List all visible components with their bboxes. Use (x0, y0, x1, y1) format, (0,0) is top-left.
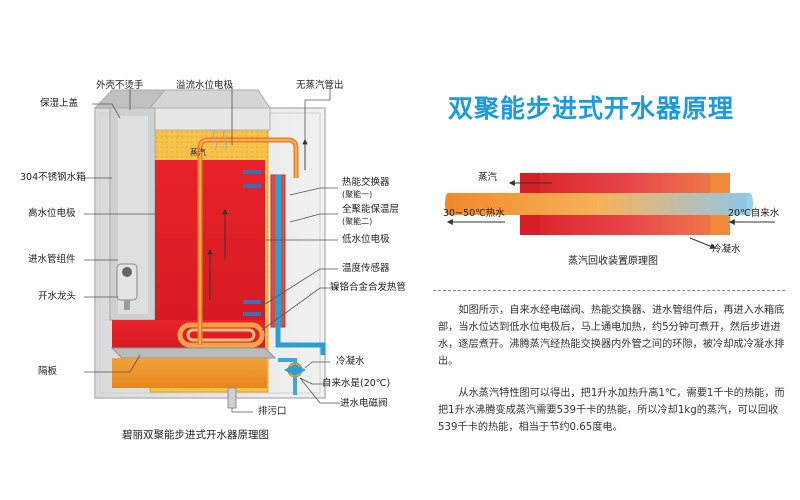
label-heating-tube: 镍铬合金合发热管 (330, 282, 407, 293)
label-no-steam-outlet: 无蒸汽管出 (296, 80, 344, 91)
leader-lines (84, 86, 340, 413)
label-inlet-pipe: 进水管组件 (28, 254, 76, 265)
label-cold-condensate: 冷凝水 (336, 356, 365, 367)
steam-pipe (197, 137, 299, 345)
label-tap: 开水龙头 (38, 291, 77, 302)
heat-exchanger (270, 174, 286, 328)
hx-label-tap-water: 20℃自来水 (728, 208, 780, 219)
page-title: 双聚能步进式开水器原理 (448, 93, 735, 123)
label-steam: 蒸汽 (190, 148, 206, 157)
partition-plate (110, 347, 277, 359)
flow-arrows (207, 138, 308, 300)
solenoid-valve (284, 362, 306, 378)
heat-exchange-device (445, 173, 753, 235)
hx-caption: 蒸汽回收装置原理图 (568, 256, 658, 267)
label-heat-exchanger: 热能交换器 (342, 177, 390, 188)
inlet-pipe (275, 327, 326, 395)
divider (433, 290, 785, 291)
diagram-caption: 碧丽双聚能步进式开水器原理图 (122, 429, 269, 441)
label-tap-water: 自来水是(20℃) (322, 378, 391, 389)
label-heat-exchanger-sub: (聚能一) (342, 190, 373, 199)
steam-wisps (212, 129, 228, 151)
label-tank: 304不锈钢水箱 (20, 172, 86, 183)
bottom-heating-zone (112, 358, 267, 388)
hx-label-steam: 蒸汽 (478, 172, 498, 183)
label-partition: 隔板 (38, 366, 58, 377)
label-insulation: 全聚能保温层 (342, 204, 400, 215)
hx-label-condensate: 冷凝水 (712, 244, 741, 255)
description-paragraph-2: 从水蒸汽特性图可以得出，把1升水加热升高1℃，需要1千卡的热能，而把1升水沸腾变… (438, 388, 785, 433)
electrodes (243, 170, 261, 316)
drain-outlet (227, 387, 237, 409)
label-low-level-electrode: 低水位电极 (342, 234, 390, 245)
label-solenoid-valve: 进水电磁阀 (340, 398, 388, 409)
hx-arrows (446, 180, 775, 250)
label-high-level-electrode: 高水位电极 (28, 208, 76, 219)
label-humid-cover: 保湿上盖 (40, 98, 79, 109)
label-temp-sensor: 温度传感器 (342, 263, 390, 274)
label-insulation-sub: (聚能二) (342, 217, 373, 226)
hx-label-hot-water: 30~50℃热水 (443, 208, 505, 219)
label-drain: 排污口 (258, 406, 287, 417)
label-outer-shell: 外壳不烫手 (96, 80, 144, 91)
label-overflow-electrode: 溢流水位电极 (176, 80, 234, 91)
description-paragraph-1: 如图所示，自来水经电磁阀、热能交换器、进水管组件后，再进入水箱底部，当水位达到低… (438, 305, 785, 367)
heating-tube (177, 322, 265, 348)
water-tap (116, 263, 138, 310)
